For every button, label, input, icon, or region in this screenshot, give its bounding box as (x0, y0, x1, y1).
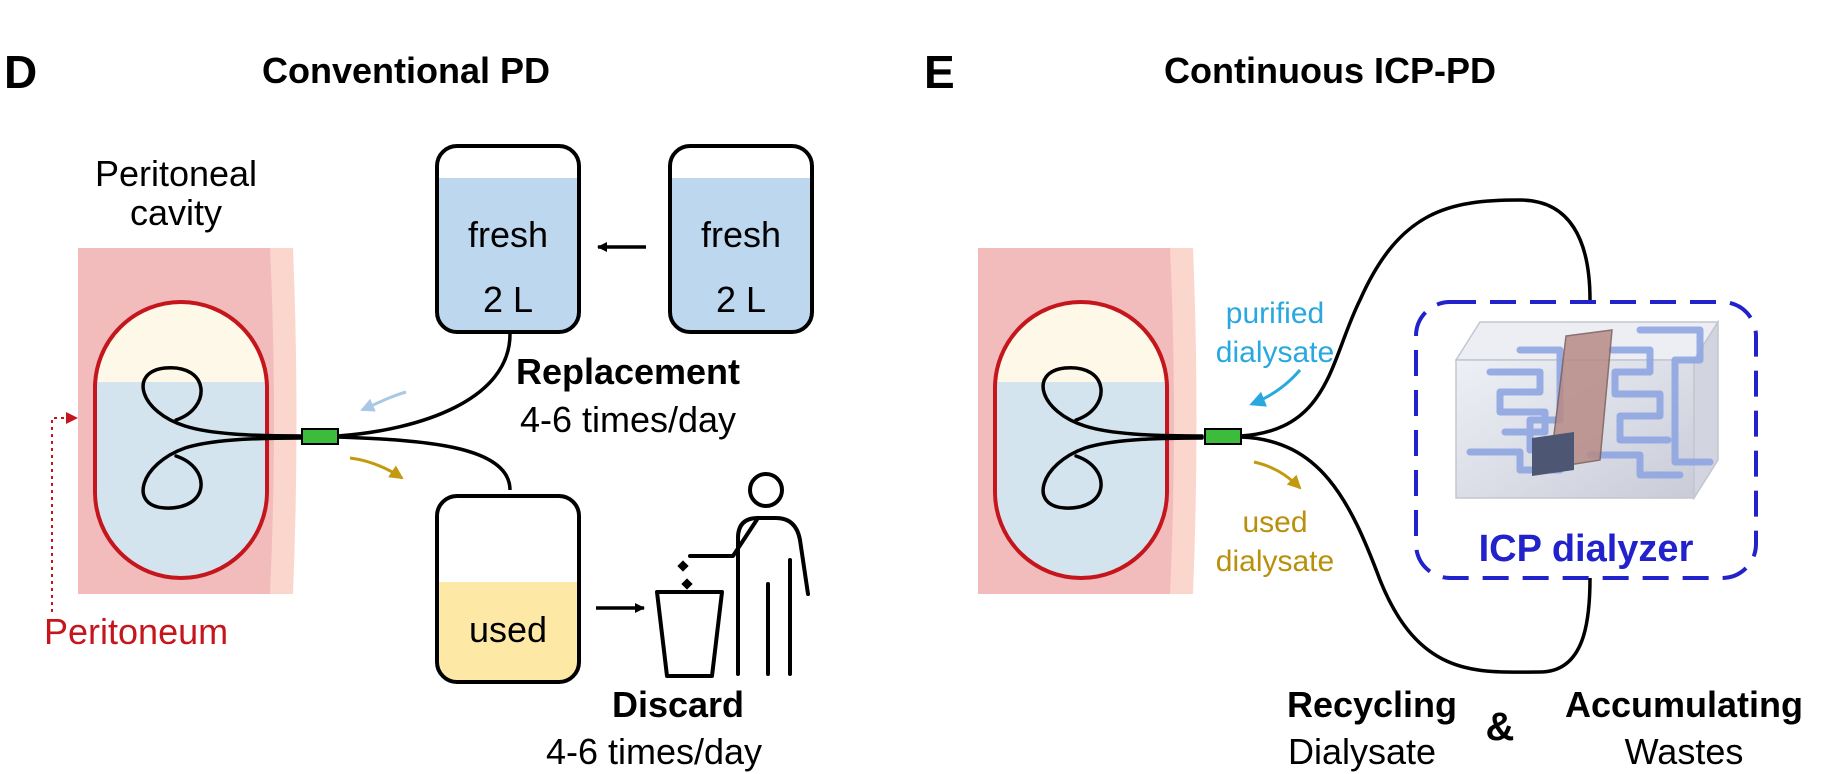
used-flow-arrow-e (1253, 460, 1302, 490)
accumulating-subtitle: Wastes (1625, 731, 1744, 772)
peritoneum-pointer (51, 412, 78, 612)
fresh-bag-2-label: fresh (701, 214, 781, 255)
fresh-flow-arrow-d (360, 390, 407, 412)
recycling-title: Recycling (1287, 684, 1457, 725)
peritoneal-cavity-e (993, 300, 1169, 580)
catheter-coils-e (1041, 366, 1204, 510)
fresh-bag-2: fresh 2 L (668, 144, 814, 334)
fresh-bag-1-label: fresh (468, 214, 548, 255)
used-label-line1: used (1242, 506, 1307, 539)
used-label-line2: dialysate (1216, 545, 1334, 578)
accumulating-title: Accumulating (1565, 684, 1803, 725)
replacement-frequency: 4-6 times/day (520, 399, 736, 440)
peritoneal-cavity-d (93, 300, 269, 580)
fresh-bag-1: fresh 2 L (435, 144, 581, 334)
cavity-label-line2: cavity (130, 192, 222, 233)
used-bag-label: used (469, 609, 547, 650)
used-flow-arrow-d (349, 456, 404, 480)
tubes-d (337, 333, 512, 491)
connector-e (1204, 428, 1242, 445)
discard-frequency: 4-6 times/day (546, 731, 762, 772)
used-bag: used (435, 494, 581, 684)
ampersand: & (1486, 705, 1515, 749)
recycling-loop-tubes (1240, 198, 1592, 674)
recycling-subtitle: Dialysate (1288, 731, 1436, 772)
panel-d-title: Conventional PD (262, 50, 550, 91)
panel-e-letter: E (924, 46, 955, 98)
purified-label-line1: purified (1226, 297, 1324, 330)
icp-dialyzer-label: ICP dialyzer (1479, 528, 1694, 570)
connector-d (301, 428, 339, 445)
panel-d-letter: D (4, 46, 37, 98)
discard-title: Discard (612, 684, 744, 725)
replacement-title: Replacement (516, 351, 740, 392)
fresh-bag-2-volume: 2 L (716, 279, 766, 320)
peritoneum-label: Peritoneum (44, 611, 228, 652)
trash-bin-icon (655, 560, 724, 678)
person-icon (688, 472, 810, 676)
panel-e-title: Continuous ICP-PD (1164, 50, 1496, 91)
purified-flow-arrow (1249, 369, 1302, 407)
fresh-bag-1-volume: 2 L (483, 279, 533, 320)
cavity-label-line1: Peritoneal (95, 153, 257, 194)
purified-label-line2: dialysate (1216, 336, 1334, 369)
dialyzer-chip-illustration (1454, 319, 1720, 501)
catheter-coils-d (141, 366, 304, 510)
